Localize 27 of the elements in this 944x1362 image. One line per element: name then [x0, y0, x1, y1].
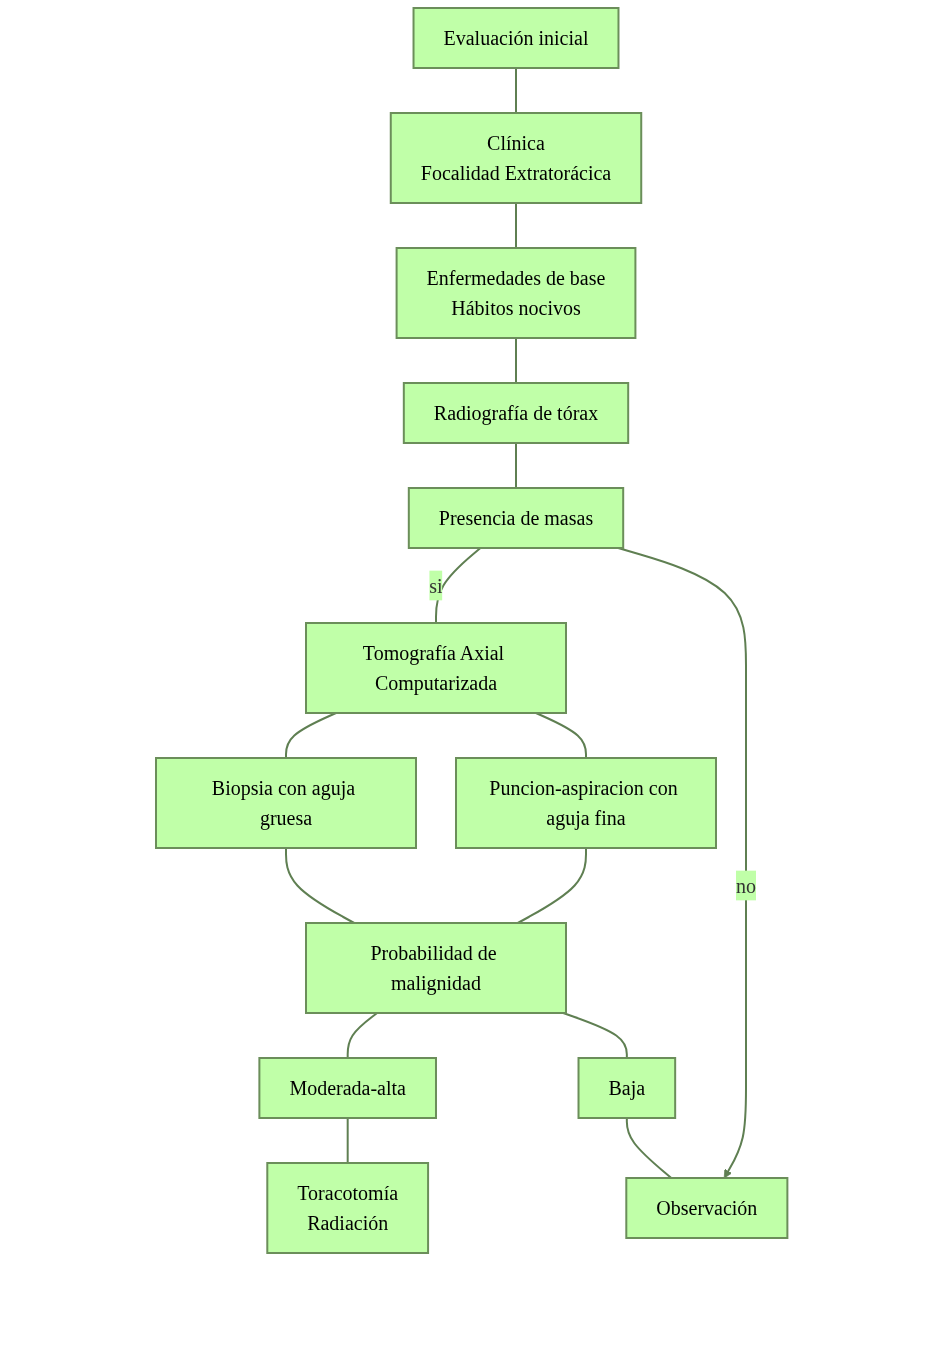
node-box: Tomografía Axial Computarizada	[305, 622, 568, 714]
node-box: Presencia de masas	[408, 487, 625, 549]
node-box: Moderada-alta	[258, 1057, 438, 1119]
node-box: Puncion-aspiracion con aguja fina	[455, 757, 718, 849]
connector	[285, 847, 356, 924]
edge-label: si	[429, 574, 443, 597]
connector	[535, 712, 588, 759]
node-box: Radiografía de tórax	[403, 382, 630, 444]
node-box: Clínica Focalidad Extratorácica	[390, 112, 643, 204]
edge-label: no	[736, 874, 757, 897]
node-box: Evaluación inicial	[412, 7, 620, 69]
node-box: Probabilidad de malignidad	[305, 922, 568, 1014]
connector	[347, 1012, 379, 1059]
connector	[515, 202, 518, 249]
connector	[515, 67, 518, 114]
node-box: Baja	[577, 1057, 677, 1119]
connector	[435, 547, 482, 624]
node-box: Observación	[625, 1177, 789, 1239]
connector	[562, 1012, 629, 1059]
connector	[515, 337, 518, 384]
connector	[515, 442, 518, 489]
connector	[517, 847, 588, 924]
node-box: Biopsia con aguja gruesa	[155, 757, 418, 849]
connector	[626, 1117, 673, 1179]
node-box: Enfermedades de base Hábitos nocivos	[395, 247, 637, 339]
node-box: Toracotomía Radiación	[266, 1162, 430, 1254]
connector	[347, 1117, 349, 1164]
